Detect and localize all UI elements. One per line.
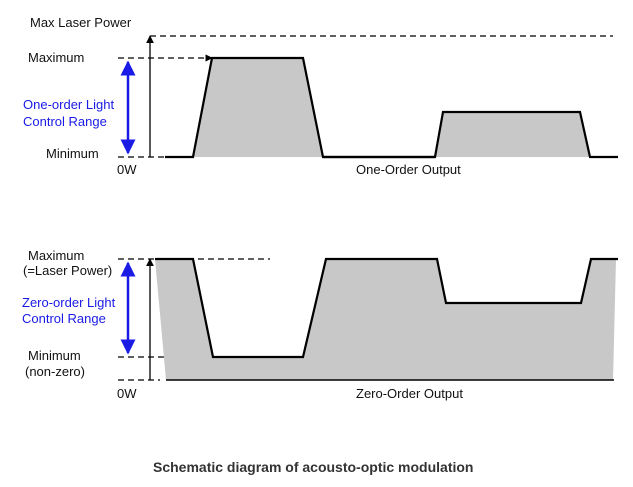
top-maximum-label: Maximum <box>28 50 84 65</box>
one-order-range-label-line1: One-order Light <box>23 97 114 112</box>
zero-order-fill <box>155 259 616 380</box>
bottom-minimum-note: (non-zero) <box>25 364 85 379</box>
bottom-minimum-label: Minimum <box>28 348 81 363</box>
top-minimum-label: Minimum <box>46 146 99 161</box>
zero-order-range-label-line2: Control Range <box>22 311 106 326</box>
diagram-caption: Schematic diagram of acousto-optic modul… <box>153 459 473 475</box>
bottom-panel: Maximum (=Laser Power) Zero-order Light … <box>22 248 618 401</box>
top-zero-label: 0W <box>117 162 137 177</box>
zero-order-range-label-line1: Zero-order Light <box>22 295 116 310</box>
bottom-zero-label: 0W <box>117 386 137 401</box>
one-order-pulse-1 <box>193 58 323 157</box>
bottom-maximum-note: (=Laser Power) <box>23 263 112 278</box>
top-panel: Max Laser Power Maximum One-order Light … <box>23 15 618 177</box>
bottom-maximum-label: Maximum <box>28 248 84 263</box>
max-laser-power-label: Max Laser Power <box>30 15 132 30</box>
zero-order-output-label: Zero-Order Output <box>356 386 463 401</box>
one-order-range-label-line2: Control Range <box>23 114 107 129</box>
zero-order-waveform <box>155 257 618 359</box>
one-order-output-label: One-Order Output <box>356 162 461 177</box>
one-order-pulse-2 <box>435 112 590 157</box>
